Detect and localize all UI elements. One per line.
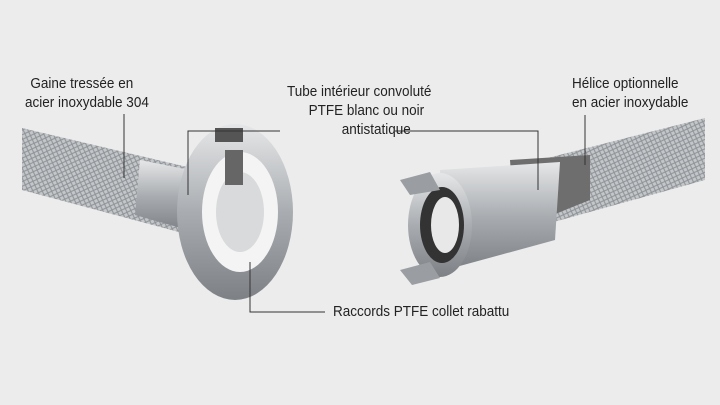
braid-label: Gaine tressée en acier inoxydable 304 <box>25 74 149 112</box>
helix-label-line2: en acier inoxydable <box>572 94 689 111</box>
braid-label-line2: acier inoxydable 304 <box>25 94 149 111</box>
tube-label-line1: Tube intérieur convoluté <box>287 83 432 100</box>
helix-label-line1: Hélice optionnelle <box>572 75 679 92</box>
tube-label-line3: antistatique <box>341 121 411 138</box>
helix-label: Hélice optionnelle en acier inoxydable <box>572 74 688 112</box>
tube-label-line2: PTFE blanc ou noir <box>308 102 425 119</box>
tube-label: Tube intérieur convoluté PTFE blanc ou n… <box>287 82 431 139</box>
left-hose <box>22 124 293 300</box>
leader-lines <box>123 114 586 313</box>
fittings-label: Raccords PTFE collet rabattu <box>333 303 510 320</box>
braid-label-line1: Gaine tressée en <box>30 75 134 92</box>
right-hose <box>400 118 705 285</box>
